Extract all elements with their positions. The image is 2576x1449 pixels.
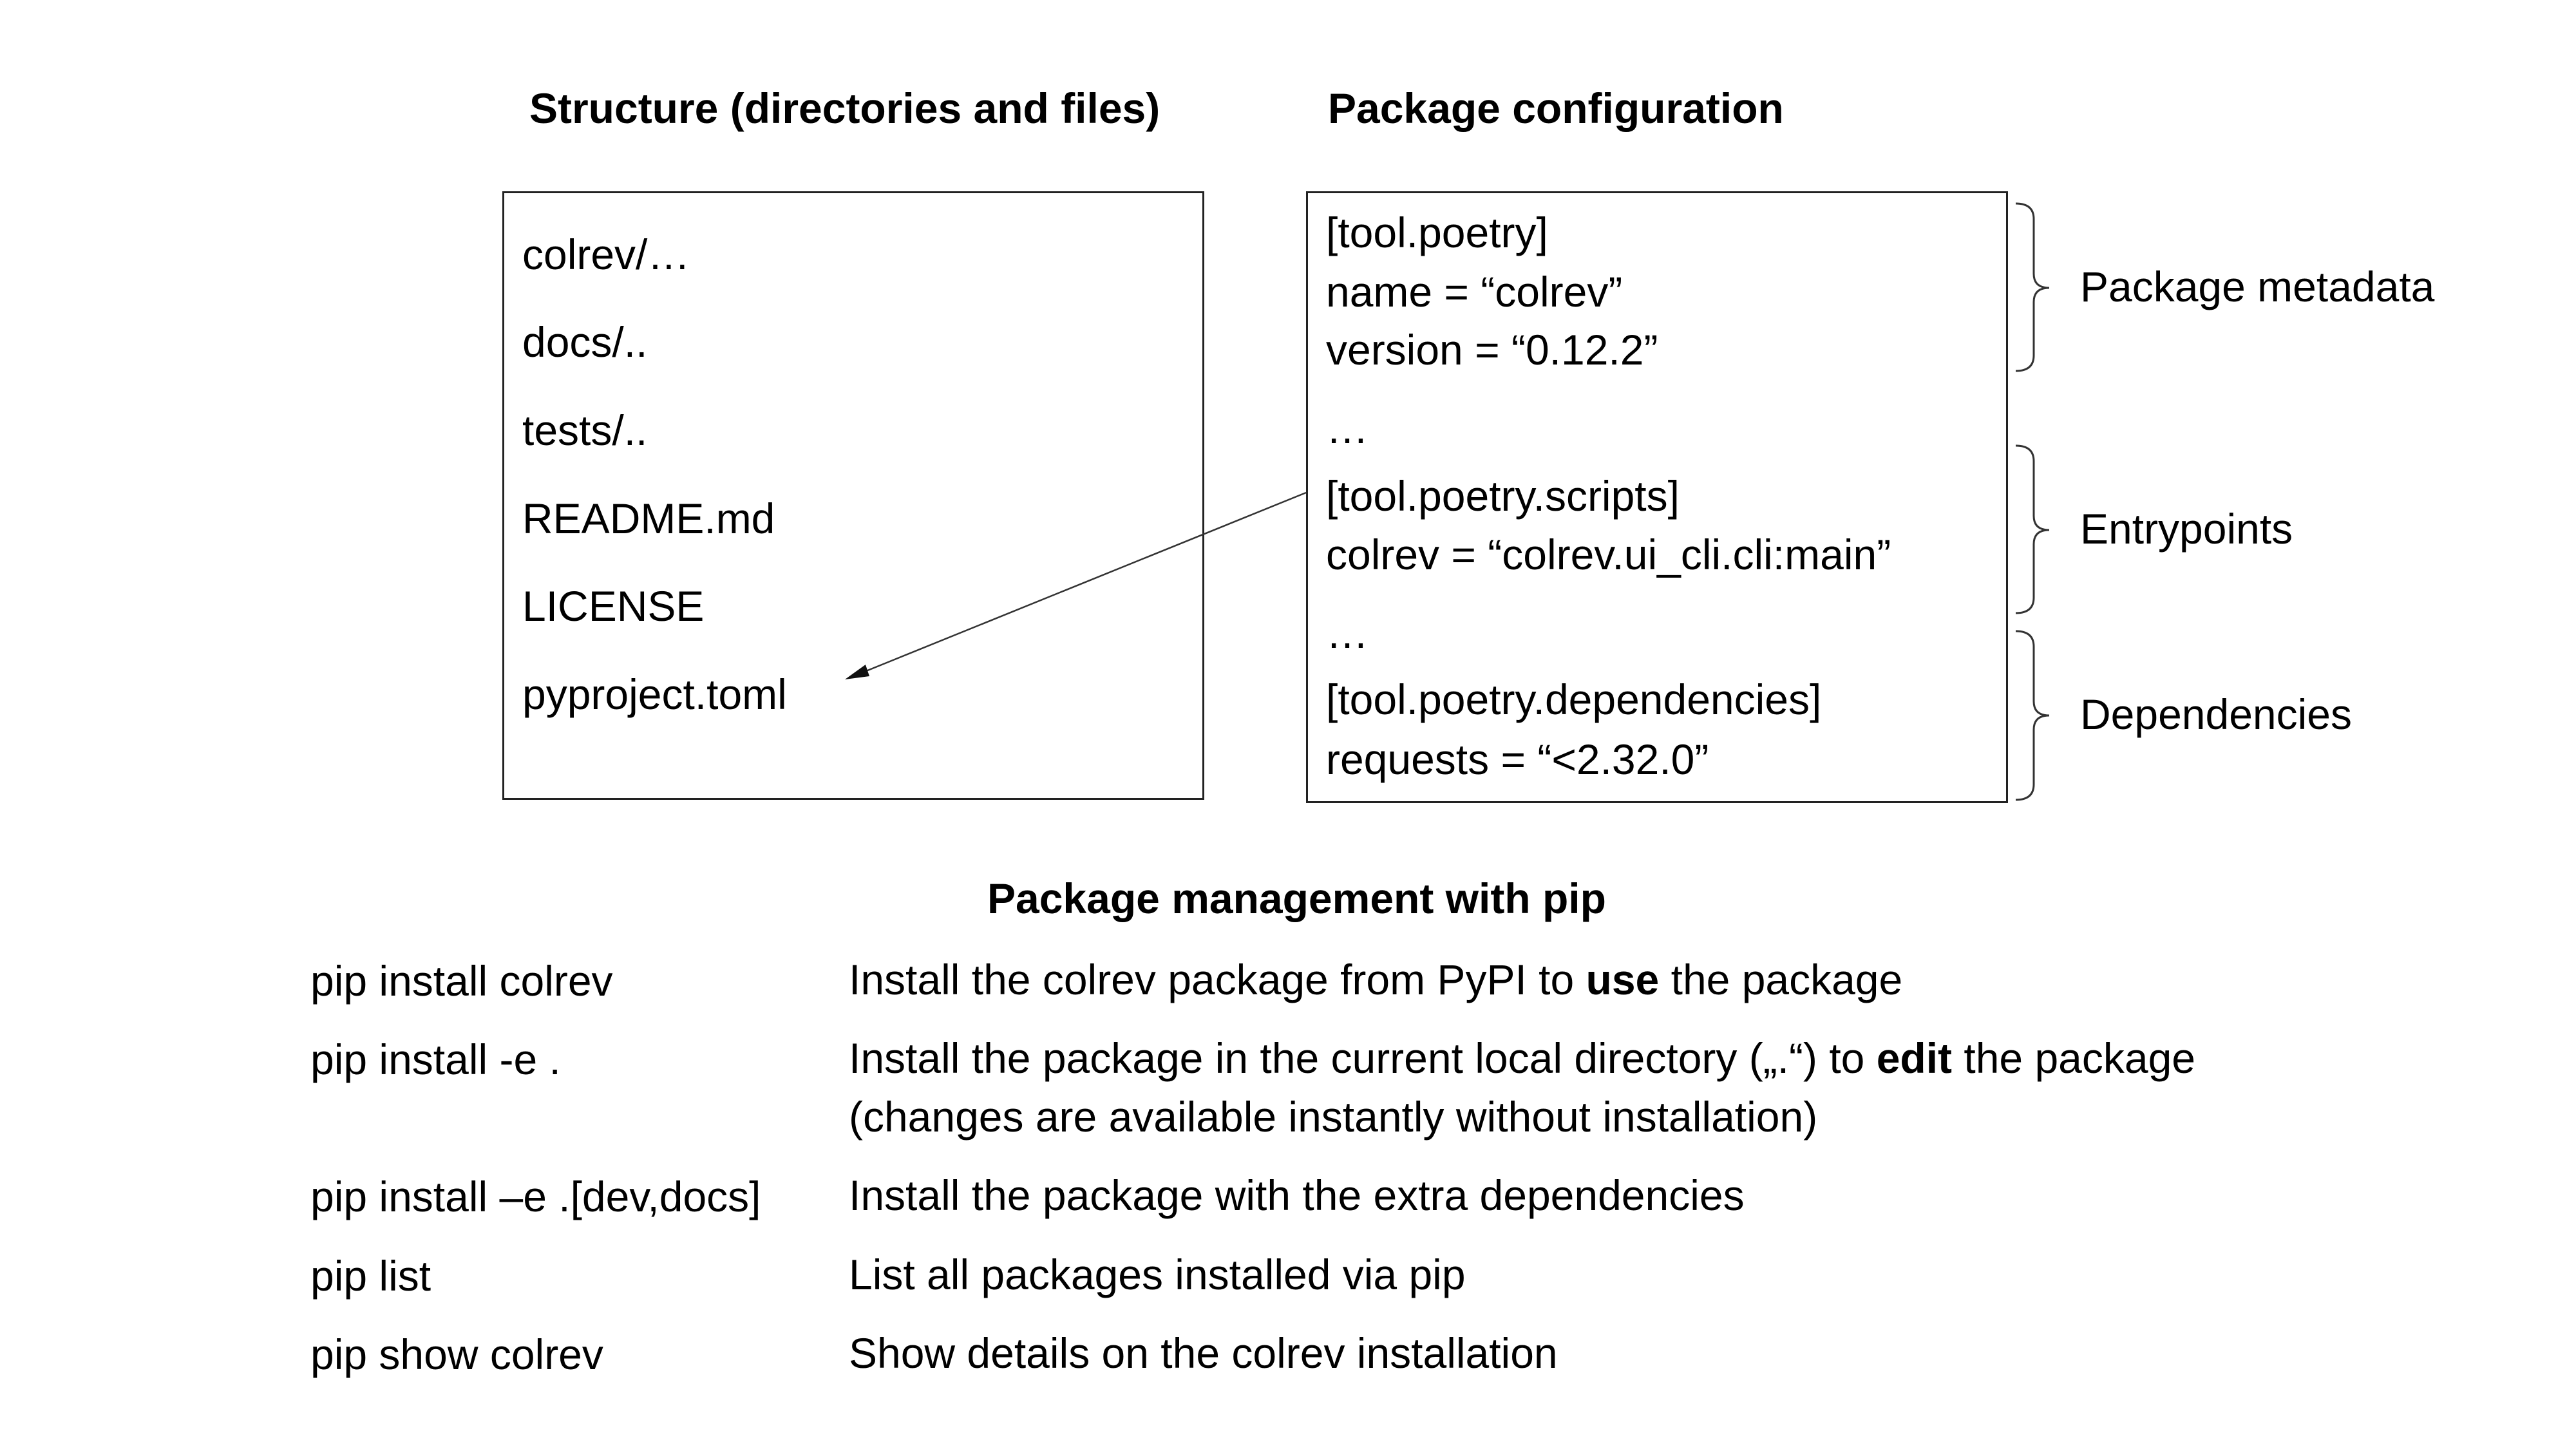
- config-line-requests: requests = “<2.32.0”: [1326, 735, 1709, 783]
- desc-text: Install the colrev package from PyPI to: [849, 956, 1586, 1003]
- brace-dependencies: [2015, 630, 2050, 801]
- arrowhead: [845, 665, 869, 679]
- pip-cmd-install-editable: pip install -e .: [310, 1036, 561, 1083]
- desc-text: Install the package with the extra depen…: [849, 1171, 1745, 1219]
- file-tests: tests/..: [522, 406, 648, 454]
- brace-package-metadata: [2015, 202, 2050, 372]
- pip-desc-show: Show details on the colrev installation: [849, 1325, 1558, 1383]
- config-line-name: name = “colrev”: [1326, 268, 1623, 316]
- pip-desc-install-extras: Install the package with the extra depen…: [849, 1167, 1745, 1225]
- file-docs: docs/..: [522, 318, 648, 366]
- config-line-ellipsis-1: …: [1326, 404, 1368, 452]
- file-readme: README.md: [522, 495, 775, 542]
- config-line-dependencies: [tool.poetry.dependencies]: [1326, 676, 1822, 723]
- pip-desc-list: List all packages installed via pip: [849, 1246, 1466, 1304]
- structure-heading: Structure (directories and files): [529, 84, 1160, 132]
- arrow-scripts-to-pyproject: [856, 491, 1307, 676]
- pip-cmd-show: pip show colrev: [310, 1331, 603, 1378]
- pip-desc-install-editable-line2: (changes are available instantly without…: [849, 1093, 1818, 1141]
- desc-text: the package: [1952, 1034, 2195, 1082]
- pip-desc-install-editable: Install the package in the current local…: [849, 1030, 2195, 1088]
- desc-text: List all packages installed via pip: [849, 1251, 1466, 1298]
- config-line-colrev-entry: colrev = “colrev.ui_cli.cli:main”: [1326, 531, 1891, 578]
- desc-emphasis: edit: [1876, 1034, 1953, 1082]
- desc-text: Show details on the colrev installation: [849, 1329, 1558, 1377]
- label-entrypoints: Entrypoints: [2080, 505, 2293, 553]
- file-license: LICENSE: [522, 582, 705, 630]
- config-line-scripts: [tool.poetry.scripts]: [1326, 472, 1680, 520]
- structure-box: colrev/… docs/.. tests/.. README.md LICE…: [502, 191, 1204, 800]
- brace-entrypoints: [2015, 444, 2050, 614]
- file-pyproject: pyproject.toml: [522, 670, 787, 718]
- pip-cmd-install-extras: pip install –e .[dev,docs]: [310, 1173, 761, 1220]
- desc-text: Install the package in the current local…: [849, 1034, 1877, 1082]
- pip-heading: Package management with pip: [987, 875, 1606, 922]
- config-line-tool-poetry: [tool.poetry]: [1326, 209, 1548, 256]
- pip-cmd-list: pip list: [310, 1252, 431, 1300]
- label-package-metadata: Package metadata: [2080, 263, 2435, 310]
- config-heading: Package configuration: [1328, 84, 1784, 132]
- file-colrev: colrev/…: [522, 231, 690, 278]
- config-line-ellipsis-2: …: [1326, 609, 1368, 657]
- desc-emphasis: use: [1586, 956, 1660, 1003]
- config-box: [tool.poetry] name = “colrev” version = …: [1306, 191, 2008, 803]
- pip-desc-install: Install the colrev package from PyPI to …: [849, 951, 1902, 1009]
- desc-text: the package: [1659, 956, 1903, 1003]
- config-line-version: version = “0.12.2”: [1326, 326, 1658, 374]
- pip-cmd-install: pip install colrev: [310, 957, 613, 1005]
- label-dependencies: Dependencies: [2080, 690, 2352, 738]
